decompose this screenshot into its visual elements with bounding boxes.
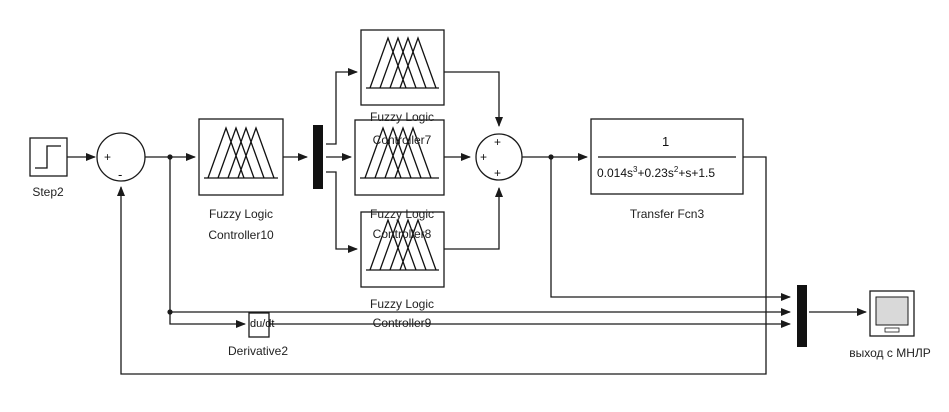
demux-bar[interactable]	[313, 125, 323, 189]
flc10-label-line2: Controller10	[208, 228, 274, 242]
signal-lines	[67, 68, 867, 375]
sum2-plus-left: +	[480, 150, 487, 164]
mux-bar[interactable]	[797, 285, 807, 347]
fuzzy-logic-controller9-block[interactable]	[360, 211, 445, 288]
scope-block[interactable]	[869, 290, 915, 337]
sum2-plus-top: +	[494, 135, 501, 149]
derivative-block[interactable]	[248, 312, 270, 338]
flc10-label-line1: Fuzzy Logic	[208, 207, 274, 221]
den-exp-a: 3	[633, 165, 638, 174]
flc9-label-line1: Fuzzy Logic	[369, 297, 435, 311]
sum1-plus-sign: +	[104, 150, 111, 164]
den-exp-b: 2	[673, 165, 679, 174]
sum-block-2[interactable]	[475, 133, 523, 181]
fuzzy-logic-controller8-block[interactable]	[354, 119, 445, 196]
flc8-label-line1: Fuzzy Logic	[369, 207, 435, 221]
den-term-b: +0.23s	[637, 166, 674, 180]
flc8-label-line2: Controller8	[372, 227, 432, 241]
step-label: Step2	[32, 185, 64, 199]
transfer-fcn-denominator: 0.014s3+0.23s2+s+1.5	[597, 165, 715, 180]
scope-label: выход с МНЛР	[849, 346, 931, 360]
sum-block-1[interactable]	[96, 132, 146, 182]
transfer-fcn-label: Transfer Fcn3	[629, 207, 705, 221]
fuzzy-logic-controller7-block[interactable]	[360, 29, 445, 106]
flc7-label-line1: Fuzzy Logic	[369, 110, 435, 124]
step-block[interactable]	[29, 137, 68, 177]
den-term-c: +s+1.5	[678, 166, 716, 180]
transfer-fcn-numerator: 1	[662, 134, 670, 149]
sum2-plus-bottom: +	[494, 166, 501, 180]
flc7-label-line2: Controller7	[372, 133, 432, 147]
flc9-label-line2: Controller9	[372, 316, 432, 330]
den-term-a: 0.014s	[597, 166, 634, 180]
derivative-label: Derivative2	[227, 344, 289, 358]
junction-dots	[167, 154, 554, 315]
sum1-minus-sign: -	[118, 167, 122, 182]
fuzzy-logic-controller10-block[interactable]	[198, 118, 284, 196]
derivative-text: du/dt	[250, 318, 275, 330]
transfer-fcn-block[interactable]	[590, 118, 744, 195]
